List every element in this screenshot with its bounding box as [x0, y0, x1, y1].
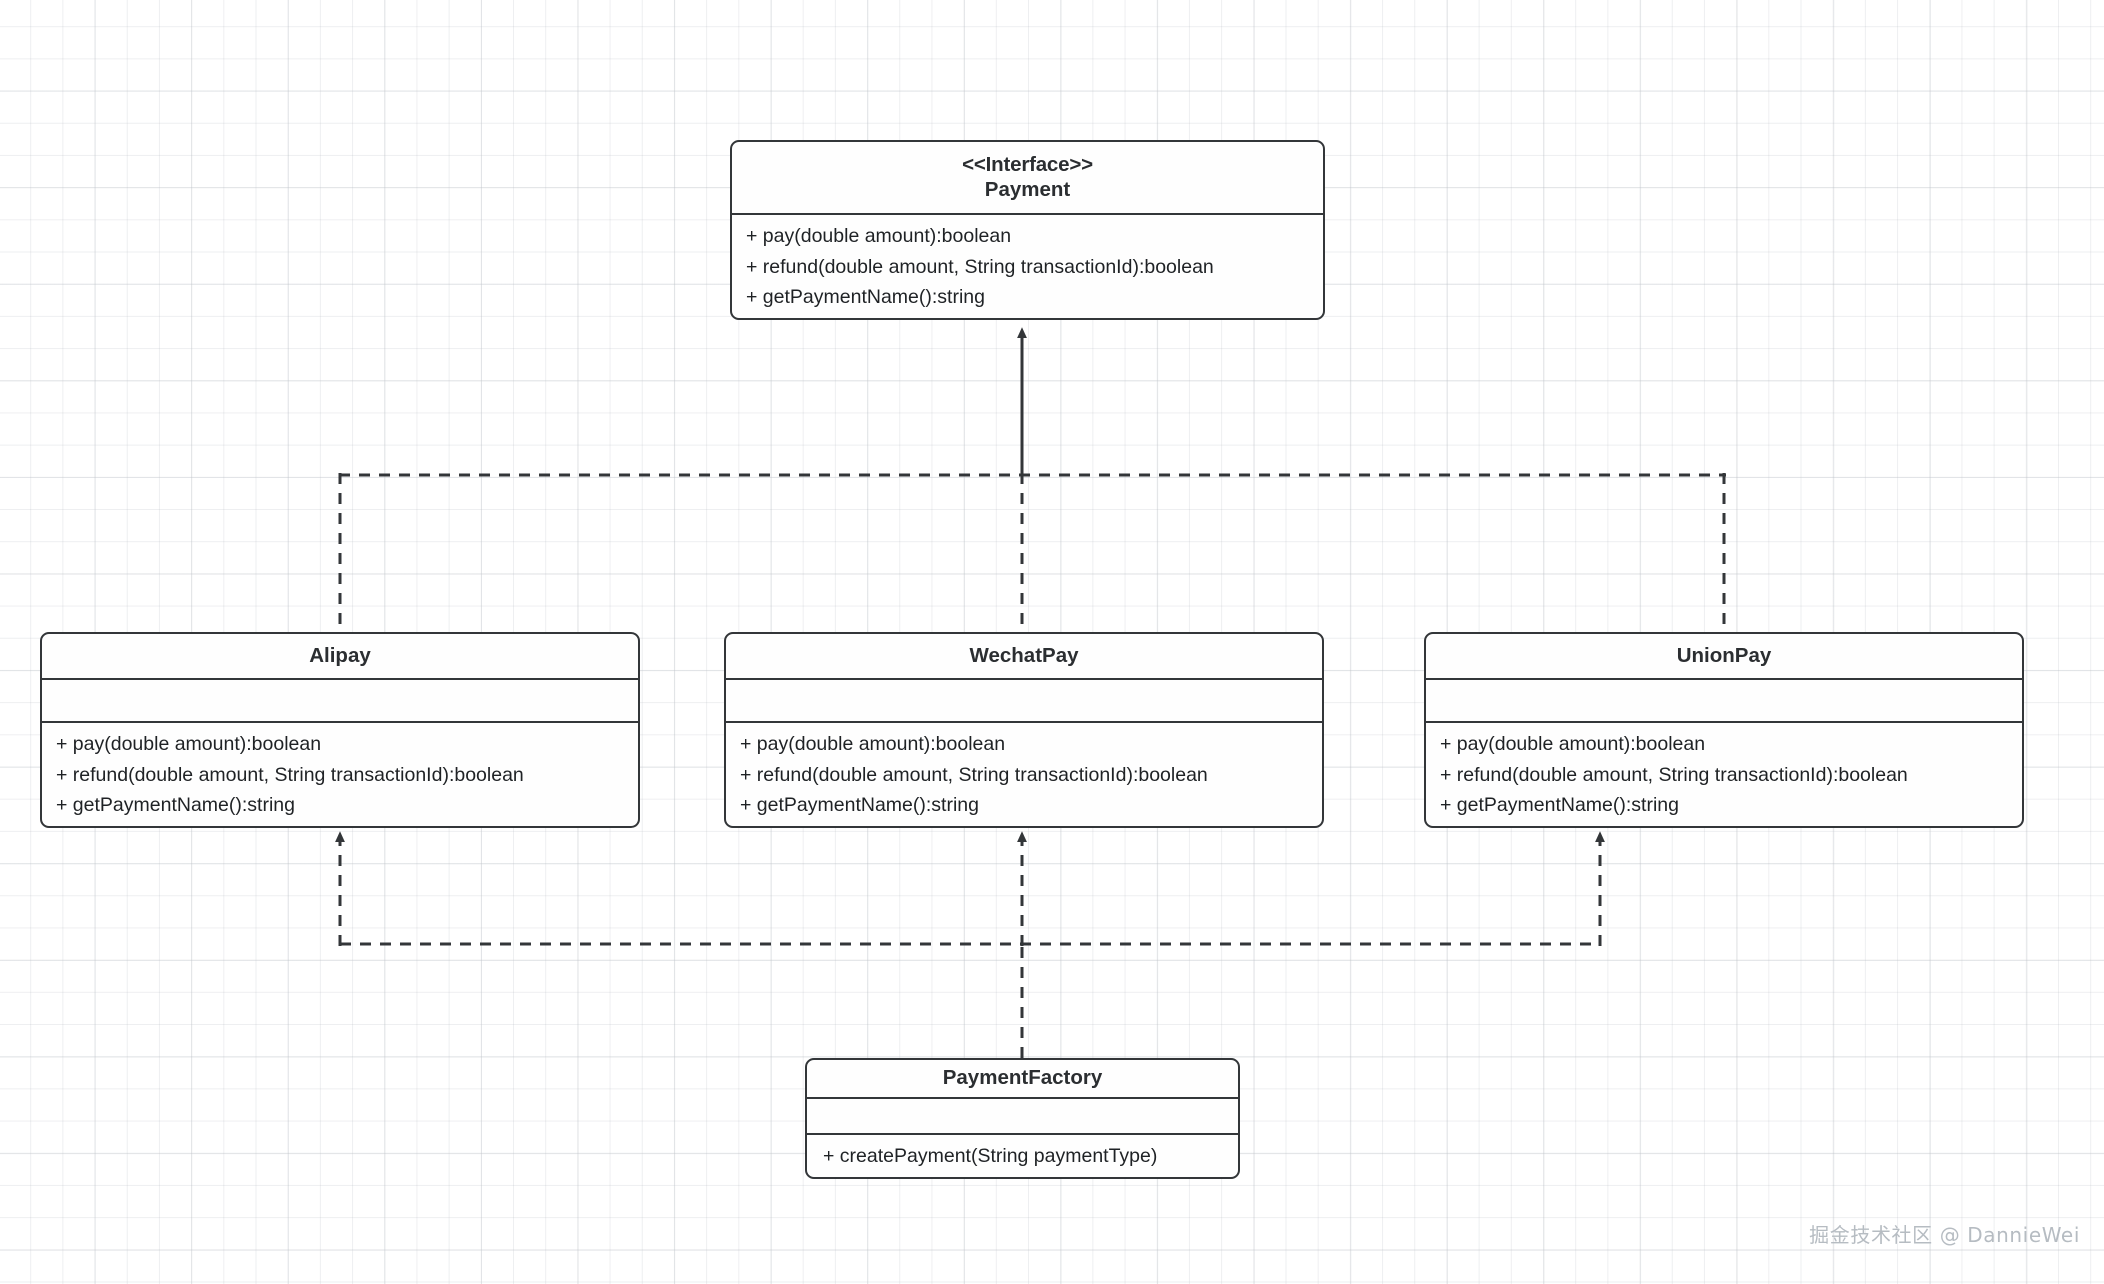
- method-item: + getPaymentName():string: [56, 793, 295, 816]
- watermark-text: 掘金技术社区 @ DannieWei: [1809, 1223, 2080, 1247]
- method-item: + createPayment(String paymentType): [823, 1144, 1158, 1167]
- class-name-unionpay: UnionPay: [1676, 643, 1772, 667]
- class-methods-alipay: + pay(double amount):boolean + refund(do…: [42, 721, 638, 826]
- class-title-wechatpay: WechatPay: [726, 634, 1322, 678]
- class-attributes-alipay: [42, 677, 638, 722]
- class-methods-wechatpay: + pay(double amount):boolean + refund(do…: [726, 721, 1322, 826]
- method-item: + pay(double amount):boolean: [740, 733, 1006, 756]
- class-title-paymentfactory: PaymentFactory: [807, 1060, 1238, 1097]
- class-name-paymentfactory: PaymentFactory: [942, 1066, 1103, 1090]
- class-methods-unionpay: + pay(double amount):boolean + refund(do…: [1426, 721, 2022, 826]
- class-box-alipay[interactable]: Alipay + pay(double amount):boolean + re…: [40, 632, 640, 828]
- method-item: + refund(double amount, String transacti…: [740, 763, 1208, 786]
- class-title-unionpay: UnionPay: [1426, 634, 2022, 678]
- class-box-payment[interactable]: <<Interface>> Payment + pay(double amoun…: [730, 140, 1325, 320]
- realization-edges: [338, 327, 1726, 634]
- class-title-alipay: Alipay: [42, 634, 638, 678]
- class-attributes-wechatpay: [726, 677, 1322, 722]
- class-stereotype-payment: <<Interface>>: [962, 153, 1093, 177]
- class-title-payment: <<Interface>> Payment: [732, 142, 1323, 213]
- method-item: + pay(double amount):boolean: [1440, 733, 1706, 756]
- class-methods-paymentfactory: + createPayment(String paymentType): [807, 1132, 1238, 1177]
- method-item: + getPaymentName():string: [1440, 793, 1679, 816]
- method-item: + getPaymentName():string: [746, 285, 985, 308]
- method-item: + pay(double amount):boolean: [746, 225, 1012, 248]
- class-box-wechatpay[interactable]: WechatPay + pay(double amount):boolean +…: [724, 632, 1324, 828]
- class-box-paymentfactory[interactable]: PaymentFactory + createPayment(String pa…: [805, 1058, 1240, 1179]
- method-item: + pay(double amount):boolean: [56, 733, 322, 756]
- dependency-edges: [335, 831, 1605, 1058]
- class-box-unionpay[interactable]: UnionPay + pay(double amount):boolean + …: [1424, 632, 2024, 828]
- class-name-payment: Payment: [984, 177, 1071, 201]
- class-attributes-unionpay: [1426, 677, 2022, 722]
- method-item: + refund(double amount, String transacti…: [1440, 763, 1908, 786]
- class-attributes-paymentfactory: [807, 1097, 1238, 1133]
- class-name-alipay: Alipay: [309, 643, 371, 667]
- class-methods-payment: + pay(double amount):boolean + refund(do…: [732, 213, 1323, 318]
- class-name-wechatpay: WechatPay: [969, 643, 1079, 667]
- method-item: + refund(double amount, String transacti…: [56, 763, 524, 786]
- method-item: + refund(double amount, String transacti…: [746, 255, 1214, 278]
- method-item: + getPaymentName():string: [740, 793, 979, 816]
